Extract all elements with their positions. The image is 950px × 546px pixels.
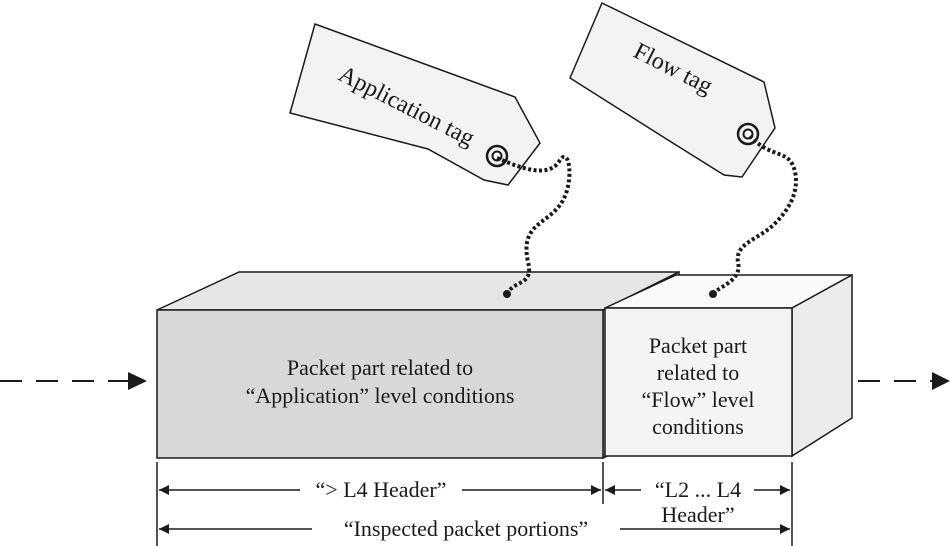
l2-l4-header-dimension: “L2 ... L4 Header” bbox=[605, 477, 790, 527]
l4-header-label: “> L4 Header” bbox=[316, 477, 447, 502]
flow-block-label-line1: Packet part bbox=[649, 333, 747, 358]
flow-tag: Flow tag bbox=[569, 1, 776, 178]
l4-header-dimension: “> L4 Header” bbox=[159, 477, 601, 502]
flow-block-label-line3: “Flow” level bbox=[641, 387, 754, 412]
l2-l4-header-label-line1: “L2 ... L4 bbox=[655, 477, 741, 502]
l2-l4-header-label-line2: Header” bbox=[661, 502, 734, 527]
dimension-lines: “> L4 Header” “L2 ... L4 Header” “Inspec… bbox=[156, 462, 793, 546]
inspected-portions-dimension: “Inspected packet portions” bbox=[159, 516, 790, 541]
inspected-portions-label: “Inspected packet portions” bbox=[344, 516, 588, 541]
application-tag-string-knot bbox=[503, 290, 511, 298]
flow-tag-body bbox=[569, 1, 776, 178]
application-block-front bbox=[156, 309, 604, 459]
application-block: Packet part related to “Application” lev… bbox=[156, 270, 680, 460]
incoming-flow-arrow bbox=[0, 372, 147, 390]
flow-tag-string-knot bbox=[709, 290, 717, 298]
flow-block: Packet part related to “Flow” level cond… bbox=[604, 273, 853, 458]
application-block-label-line1: Packet part related to bbox=[287, 355, 473, 380]
flow-block-label-line4: conditions bbox=[652, 414, 744, 439]
application-block-label-line2: “Application” level conditions bbox=[246, 383, 515, 408]
flow-block-front bbox=[604, 307, 793, 457]
application-block-top bbox=[156, 271, 680, 311]
application-tag-body bbox=[289, 23, 541, 186]
flow-block-label-line2: related to bbox=[657, 360, 739, 385]
